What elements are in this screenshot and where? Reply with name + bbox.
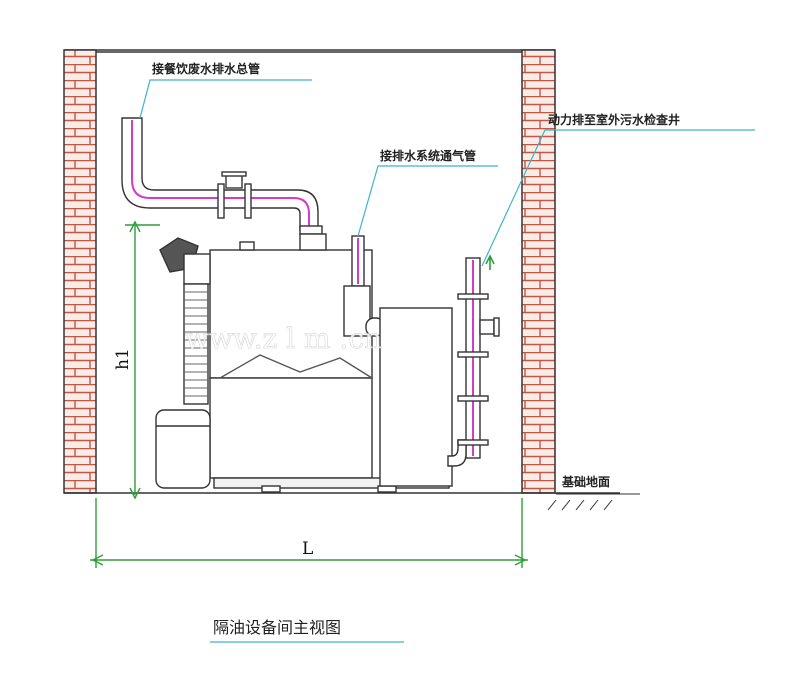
label-top-pipe: 接餐饮废水排水总管 xyxy=(152,61,260,76)
discharge-riser xyxy=(447,257,500,467)
dimension-label-L: L xyxy=(302,539,313,559)
label-discharge: 动力排至室外污水检查井 xyxy=(548,112,680,127)
caption: 隔油设备间主视图 xyxy=(213,618,341,637)
flow-direction-arrow xyxy=(485,254,495,270)
dimension-h1 xyxy=(125,220,160,500)
dimension-label-h1: h1 xyxy=(113,348,133,370)
ground-hatch xyxy=(547,493,640,511)
dimension-L xyxy=(90,498,528,568)
inflow-pipe xyxy=(121,117,323,235)
label-ground: 基础地面 xyxy=(561,474,610,489)
room-structure xyxy=(64,49,555,53)
leader-lines xyxy=(139,79,755,267)
label-vent-pipe: 接排水系统通气管 xyxy=(380,148,476,163)
collection-drum xyxy=(155,409,211,489)
left-brick-wall xyxy=(63,49,97,494)
watermark: www.z l m .cn xyxy=(185,322,382,355)
pump-box xyxy=(379,307,453,487)
inlet-valve-assembly xyxy=(159,237,211,405)
right-brick-wall xyxy=(521,49,556,494)
